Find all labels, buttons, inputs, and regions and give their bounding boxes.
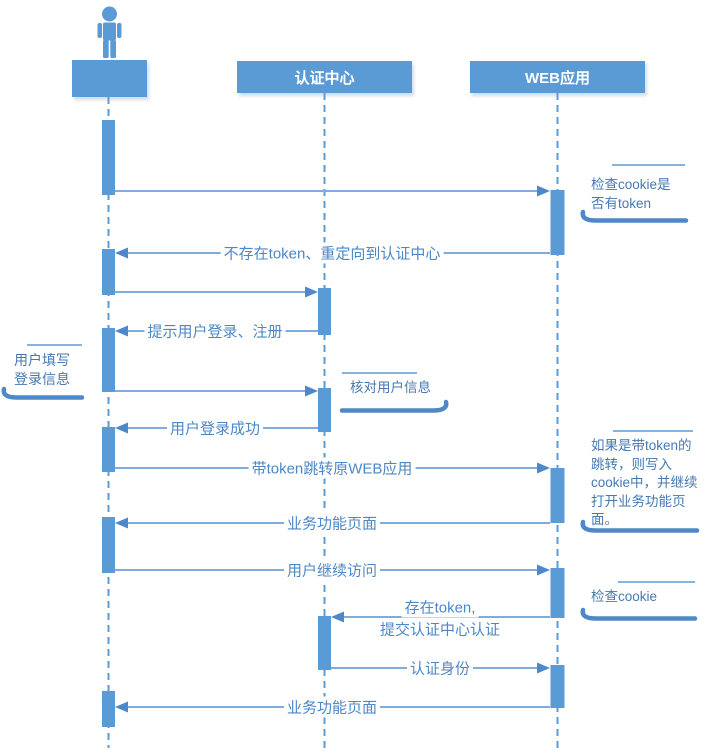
activation-auth-center	[318, 388, 331, 432]
message-arrow-5	[115, 385, 318, 397]
participant-web-app-box: WEB应用	[470, 61, 645, 93]
message-label-prompt-login: 提示用户登录、注册	[144, 320, 286, 342]
activation-user	[102, 249, 115, 295]
activation-user	[102, 691, 115, 727]
note-bracket	[580, 607, 698, 621]
note-token-jump-write-cookie: 如果是带token的 跳转，则写入 cookie中，并继续 打开业务功能页 面。	[591, 438, 698, 527]
message-label-continue-access: 用户继续访问	[283, 559, 381, 581]
message-arrow-1	[115, 185, 550, 197]
message-label-token-exists-line2: 提交认证中心认证	[376, 618, 504, 640]
message-label-redirect: 不存在token、重定向到认证中心	[220, 242, 444, 264]
note-bracket	[339, 399, 449, 413]
message-label-login-success: 用户登录成功	[166, 417, 264, 439]
participant-web-app-label: WEB应用	[525, 69, 590, 87]
message-arrow-3	[115, 286, 318, 298]
message-label-verify-identity: 认证身份	[406, 657, 474, 679]
participant-auth-center-box: 认证中心	[237, 61, 412, 93]
activation-auth-center	[318, 616, 331, 670]
activation-web-app	[550, 190, 565, 255]
activation-web-app	[550, 665, 565, 708]
note-user-fills-login: 用户填写 登录信息	[14, 352, 70, 387]
note-check-cookie-token: 检查cookie是 否有token	[591, 177, 671, 211]
activation-user	[102, 328, 115, 392]
activation-web-app	[550, 468, 565, 523]
message-label-business-page-1: 业务功能页面	[283, 512, 381, 534]
activation-user	[102, 120, 115, 195]
message-label-token-exists-line1: 存在token,	[401, 596, 479, 618]
note-check-cookie: 检查cookie	[591, 589, 658, 604]
note-bracket	[580, 209, 689, 223]
participant-user-box	[72, 60, 147, 97]
user-actor-icon	[97, 6, 122, 58]
participant-auth-center-label: 认证中心	[294, 69, 355, 87]
note-bracket	[580, 519, 700, 533]
activation-web-app	[550, 568, 565, 618]
activation-user	[102, 517, 115, 573]
note-verify-user-info: 核对用户信息	[350, 380, 431, 395]
activation-user	[102, 427, 115, 472]
activation-auth-center	[318, 288, 331, 335]
message-label-token-jump: 带token跳转原WEB应用	[248, 457, 416, 479]
message-label-business-page-2: 业务功能页面	[283, 696, 381, 718]
note-bracket	[1, 386, 85, 400]
